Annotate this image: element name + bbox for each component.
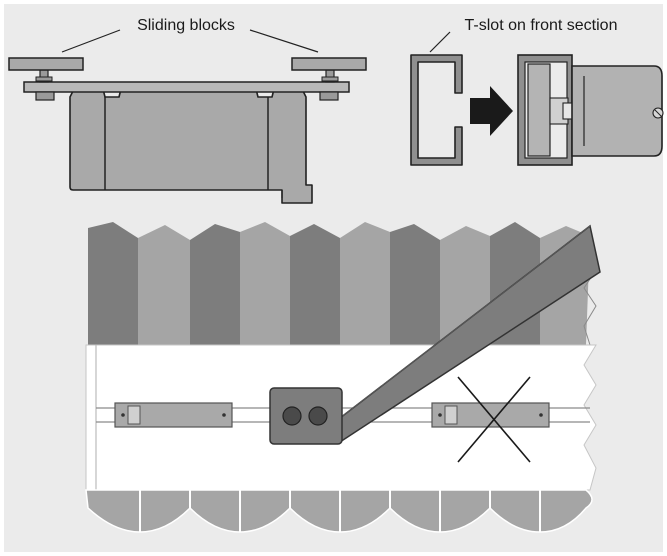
cross-mark-icon	[457, 376, 531, 463]
leader-line-t-slot	[429, 31, 451, 53]
housing-side-view: Sliding blocks	[8, 17, 367, 204]
connector-hole-left	[282, 406, 302, 426]
leader-line-right	[249, 29, 319, 53]
t-slot-label: T-slot on front section	[465, 17, 618, 34]
scalloped-bottom	[85, 489, 593, 533]
attached-housing	[571, 65, 663, 157]
installation-view	[85, 222, 601, 533]
arrow-right-icon	[470, 86, 513, 136]
sliding-block-right	[291, 57, 367, 71]
flange-tab-right	[319, 91, 339, 101]
t-slot-detail: T-slot on front section	[410, 17, 664, 166]
inserted-block	[527, 63, 551, 157]
flange-tab-left	[35, 91, 55, 101]
sliding-block-left	[8, 57, 84, 71]
leader-line-left	[61, 29, 121, 53]
housing-body	[69, 84, 313, 204]
connector-block	[269, 387, 343, 445]
connector-hole-right	[308, 406, 328, 426]
mounting-flange	[23, 81, 350, 93]
sliding-block-correct	[114, 402, 233, 428]
t-slot-profile	[410, 54, 463, 166]
sliding-blocks-label: Sliding blocks	[137, 17, 235, 34]
